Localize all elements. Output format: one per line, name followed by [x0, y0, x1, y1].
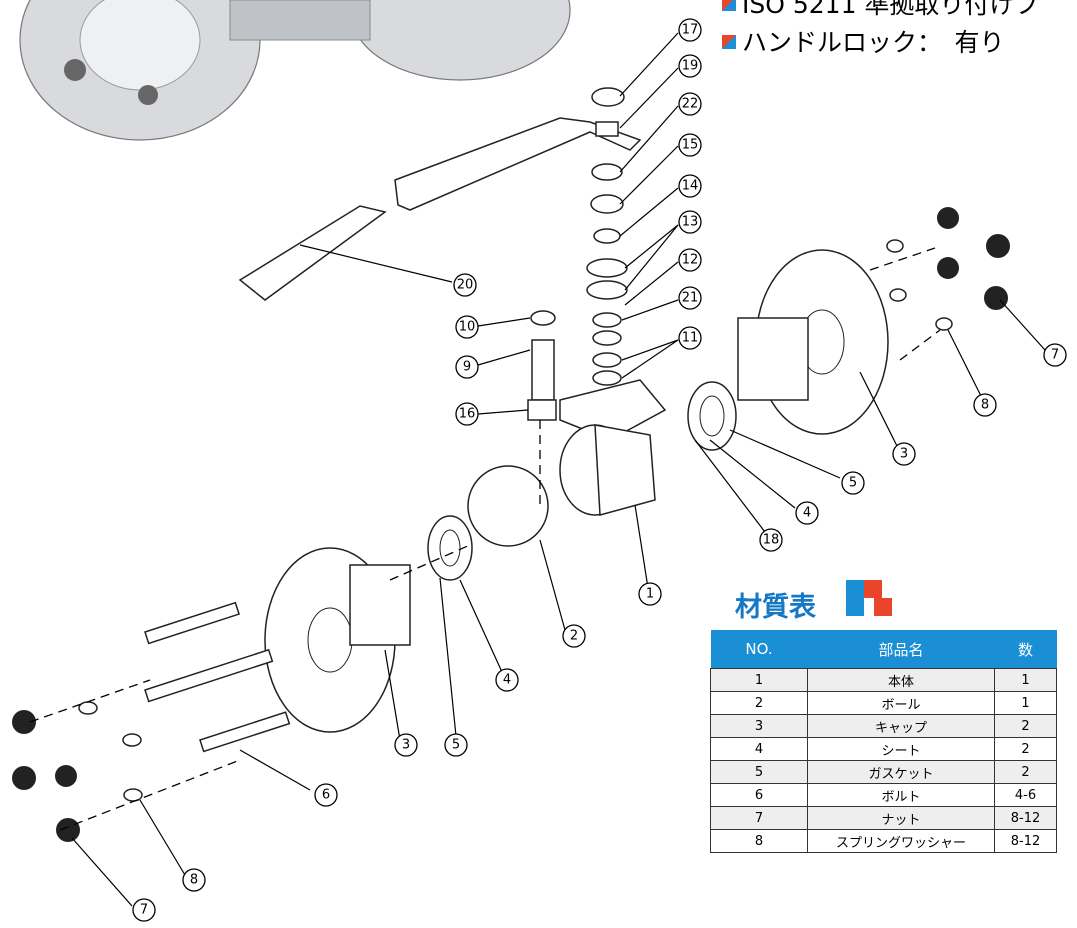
- bullet-icon: [722, 0, 736, 11]
- svg-text:16: 16: [459, 407, 476, 422]
- callout-2: 2: [562, 624, 586, 648]
- svg-text:5: 5: [849, 476, 857, 491]
- materials-title: 材質表: [735, 592, 816, 623]
- nuts-right: [886, 207, 1010, 331]
- svg-text:19: 19: [682, 59, 699, 74]
- handle-lever: [394, 117, 642, 211]
- col-qty: 数: [994, 630, 1057, 669]
- leader-lines: [71, 32, 1046, 907]
- svg-text:4: 4: [503, 673, 511, 688]
- col-no: NO.: [710, 630, 808, 669]
- svg-text:3: 3: [900, 447, 908, 462]
- svg-text:11: 11: [682, 331, 699, 346]
- valve-photo: [19, 0, 571, 141]
- callout-10: 10: [455, 315, 479, 339]
- bolts-left: [12, 601, 291, 842]
- svg-text:7: 7: [140, 903, 148, 918]
- seal-stack: [527, 310, 557, 421]
- callout-9: 9: [455, 355, 479, 379]
- svg-text:6: 6: [322, 788, 330, 803]
- svg-text:15: 15: [682, 138, 699, 153]
- stem-stack: [586, 87, 628, 386]
- callout-4-left: 4: [495, 668, 519, 692]
- bullet-icon: [722, 35, 736, 49]
- color-block-icon: [846, 580, 892, 616]
- svg-text:18: 18: [763, 533, 780, 548]
- callout-11: 11: [678, 326, 702, 350]
- callout-16: 16: [455, 402, 479, 426]
- callout-21: 21: [678, 286, 702, 310]
- callout-5-right: 5: [841, 471, 865, 495]
- callout-8-left: 8: [182, 868, 206, 892]
- callout-7-right: 7: [1043, 343, 1067, 367]
- table-header-row: NO. 部品名 数: [710, 630, 1057, 669]
- svg-text:3: 3: [402, 738, 410, 753]
- svg-text:13: 13: [682, 215, 699, 230]
- col-part-name: 部品名: [807, 630, 995, 669]
- callout-12: 12: [678, 248, 702, 272]
- svg-text:7: 7: [1051, 348, 1059, 363]
- svg-text:22: 22: [682, 97, 699, 112]
- svg-text:8: 8: [981, 398, 989, 413]
- flange-right: [737, 249, 889, 435]
- callout-3-left: 3: [394, 733, 418, 757]
- ball: [467, 465, 549, 547]
- svg-text:4: 4: [803, 506, 811, 521]
- svg-text:12: 12: [682, 253, 699, 268]
- svg-text:5: 5: [452, 738, 460, 753]
- feature-iso: ISO 5211 準拠取り付けプ: [722, 0, 1039, 20]
- callout-1: 1: [638, 582, 662, 606]
- svg-text:1: 1: [646, 587, 654, 602]
- svg-text:20: 20: [457, 278, 474, 293]
- callout-8-right: 8: [973, 393, 997, 417]
- svg-text:14: 14: [682, 179, 699, 194]
- valve-body: [559, 379, 667, 516]
- callout-17: 17: [678, 18, 702, 42]
- svg-text:2: 2: [570, 629, 578, 644]
- callout-5-left: 5: [444, 733, 468, 757]
- callout-6: 6: [314, 783, 338, 807]
- svg-text:9: 9: [463, 360, 471, 375]
- svg-text:21: 21: [682, 291, 699, 306]
- callout-3-right: 3: [892, 442, 916, 466]
- callout-13: 13: [678, 210, 702, 234]
- svg-text:10: 10: [459, 320, 476, 335]
- callout-18: 18: [759, 528, 783, 552]
- callout-19: 19: [678, 54, 702, 78]
- handle-grip: [238, 205, 387, 301]
- callout-14: 14: [678, 174, 702, 198]
- callout-15: 15: [678, 133, 702, 157]
- callout-22: 22: [678, 92, 702, 116]
- flange-left: [264, 547, 411, 733]
- callout-4-right: 4: [795, 501, 819, 525]
- svg-text:17: 17: [682, 23, 699, 38]
- callout-20: 20: [453, 273, 477, 297]
- svg-text:8: 8: [190, 873, 198, 888]
- feature-handle-lock: ハンドルロック： 有り: [722, 28, 1005, 58]
- callout-7-left: 7: [132, 898, 156, 922]
